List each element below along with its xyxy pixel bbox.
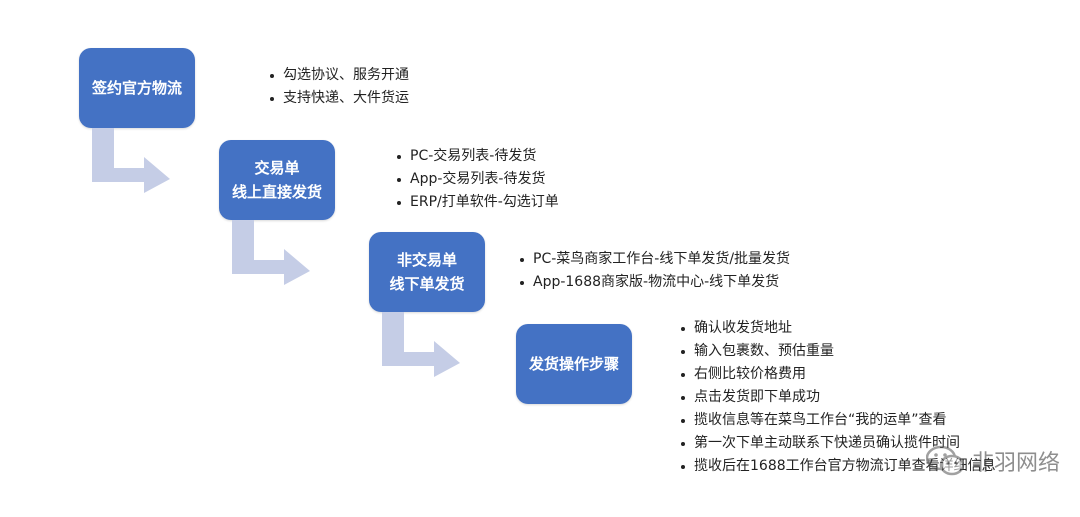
step-box-online-shipping: 交易单 线上直接发货	[219, 140, 335, 220]
bent-arrow-icon	[92, 128, 170, 193]
step-label: 发货操作步骤	[528, 355, 619, 373]
list-item: 点击发货即下单成功	[679, 386, 996, 409]
list-item: App-交易列表-待发货	[395, 168, 559, 191]
list-item: 揽收后在1688工作台官方物流订单查看详细信息	[679, 455, 996, 478]
bullet-list-online: PC-交易列表-待发货 App-交易列表-待发货 ERP/打单软件-勾选订单	[395, 145, 559, 214]
wechat-icon	[925, 445, 965, 476]
step-box-sign-logistics: 签约官方物流	[79, 48, 195, 128]
watermark: 非羽网络	[925, 444, 1060, 478]
step-label-line1: 交易单	[254, 159, 300, 177]
bent-arrow-icon	[232, 220, 310, 285]
list-item: 揽收信息等在菜鸟工作台“我的运单”查看	[679, 409, 996, 432]
list-item: 确认收发货地址	[679, 317, 996, 340]
list-item: App-1688商家版-物流中心-线下单发货	[518, 271, 790, 294]
step-label-line2: 线下单发货	[389, 275, 465, 293]
step-label: 签约官方物流	[91, 79, 182, 97]
step-box-operation-steps: 发货操作步骤	[516, 324, 632, 404]
list-item: 输入包裹数、预估重量	[679, 340, 996, 363]
step-label-line2: 线上直接发货	[231, 183, 322, 201]
list-item: 支持快递、大件货运	[268, 87, 409, 110]
step-box-offline-shipping: 非交易单 线下单发货	[369, 232, 485, 312]
list-item: PC-菜鸟商家工作台-线下单发货/批量发货	[518, 248, 790, 271]
bent-arrow-icon	[382, 312, 460, 377]
step-label-line1: 非交易单	[396, 251, 457, 269]
list-item: PC-交易列表-待发货	[395, 145, 559, 168]
list-item: 第一次下单主动联系下快递员确认揽件时间	[679, 432, 996, 455]
watermark-text: 非羽网络	[971, 451, 1060, 476]
bullet-list-offline: PC-菜鸟商家工作台-线下单发货/批量发货 App-1688商家版-物流中心-线…	[518, 248, 790, 294]
bullet-list-sign: 勾选协议、服务开通 支持快递、大件货运	[268, 64, 409, 110]
list-item: 勾选协议、服务开通	[268, 64, 409, 87]
bullet-list-operation: 确认收发货地址 输入包裹数、预估重量 右侧比较价格费用 点击发货即下单成功 揽收…	[679, 317, 996, 478]
list-item: 右侧比较价格费用	[679, 363, 996, 386]
list-item: ERP/打单软件-勾选订单	[395, 191, 559, 214]
